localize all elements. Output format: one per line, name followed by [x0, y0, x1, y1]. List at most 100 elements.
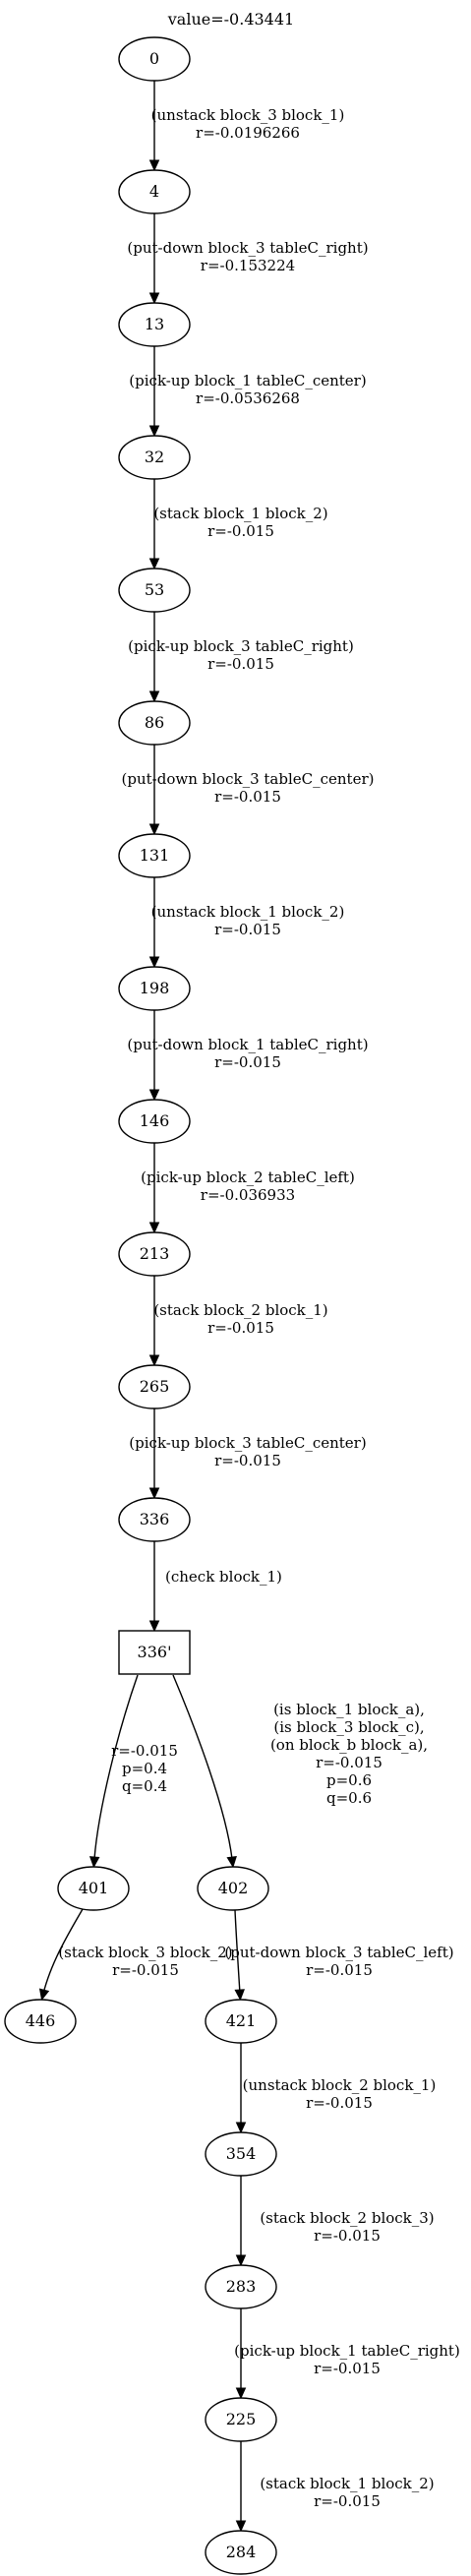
node-53: 53: [118, 568, 191, 613]
edge-label-line: r=-0.015: [306, 1961, 373, 1979]
node-ellipse: [197, 1866, 269, 1911]
edge-arrowhead: [38, 1988, 50, 2002]
edge-13-to-32: [148, 346, 160, 438]
node-label: 354: [226, 2144, 257, 2163]
edge-label-line: (check block_1): [165, 1568, 282, 1586]
edge-label-line: r=-0.0536268: [196, 389, 300, 407]
node-label: 131: [140, 846, 170, 865]
node-336-prime: 336': [118, 1630, 191, 1675]
edge-label-line: (pick-up block_3 tableC_right): [128, 637, 354, 655]
edge-label-line: (on block_b block_a),: [270, 1736, 428, 1754]
edge-line: [172, 1674, 233, 1860]
edge-arrowhead: [148, 823, 160, 836]
node-ellipse: [205, 2131, 277, 2177]
node-label: 198: [140, 979, 170, 997]
node-label: 283: [226, 2277, 257, 2296]
node-label: 401: [79, 1879, 109, 1897]
edge-32-to-53: [148, 479, 160, 570]
edge-label-line: (unstack block_2 block_1): [243, 2076, 437, 2094]
node-ellipse: [205, 1999, 277, 2044]
edge-213-to-265: [148, 1276, 160, 1367]
edge-label-line: r=-0.015: [314, 2360, 381, 2377]
edge-label-line: r=-0.015: [207, 1319, 274, 1337]
edge-146-to-213: [148, 1143, 160, 1234]
nodes-layer: 0 4 13 32 53 86 131 198 146 213 265 336 336' 401 402 44…: [4, 36, 277, 2575]
node-225: 225: [205, 2397, 277, 2442]
edge-arrowhead: [234, 1989, 245, 2002]
edge-label-line: r=-0.015: [112, 1961, 179, 1979]
edge-336-prime-to-401: [88, 1674, 139, 1869]
edge-arrowhead: [235, 2387, 247, 2400]
edge-86-to-131: [148, 745, 160, 836]
node-label: 0: [149, 49, 159, 68]
node-ellipse: [118, 1231, 191, 1277]
edge-label-line: r=-0.153224: [201, 257, 295, 274]
node-ellipse: [118, 302, 191, 347]
node-label: 336': [138, 1643, 172, 1661]
edge-131-to-198: [148, 877, 160, 969]
edge-label-line: r=-0.015: [314, 2492, 381, 2510]
edge-label-line: r=-0.0196266: [196, 124, 300, 142]
node-198: 198: [118, 966, 191, 1011]
edge-336-prime-to-402: [172, 1674, 237, 1869]
edge-198-to-146: [148, 1010, 160, 1102]
edge-arrowhead: [148, 292, 160, 305]
edge-label-line: r=-0.015: [214, 1053, 281, 1071]
node-ellipse: [118, 1099, 191, 1144]
node-4: 4: [118, 169, 191, 214]
node-label: 13: [145, 315, 164, 333]
node-421: 421: [205, 1999, 277, 2044]
edge-arrowhead: [148, 1487, 160, 1500]
node-label: 32: [145, 448, 164, 466]
node-label: 421: [226, 2011, 257, 2030]
node-131: 131: [118, 833, 191, 878]
node-label: 53: [145, 580, 164, 599]
edge-arrowhead: [148, 956, 160, 969]
edge-arrowhead: [88, 1856, 100, 1869]
node-284: 284: [205, 2530, 277, 2575]
node-label: 284: [226, 2543, 257, 2561]
edge-line: [234, 1909, 241, 1995]
edge-401-to-446: [38, 1908, 84, 2002]
node-336: 336: [118, 1497, 191, 1542]
node-label: 402: [218, 1879, 249, 1897]
edge-label-line: (unstack block_1 block_2): [151, 903, 345, 921]
edge-label-line: (stack block_1 block_2): [260, 2475, 434, 2492]
edge-arrowhead: [148, 1222, 160, 1234]
edge-label-line: (put-down block_3 tableC_right): [127, 239, 368, 257]
node-label: 146: [140, 1111, 170, 1130]
edge-421-to-354: [235, 2043, 247, 2134]
node-ellipse: [205, 2264, 277, 2309]
edge-arrowhead: [148, 1354, 160, 1367]
node-ellipse: [118, 169, 191, 214]
edge-354-to-283: [235, 2176, 247, 2267]
edge-label-line: (put-down block_3 tableC_center): [122, 770, 375, 788]
edge-label-line: (stack block_3 block_2): [58, 1944, 232, 1961]
edge-label-line: (pick-up block_1 tableC_right): [234, 2342, 460, 2360]
edge-arrowhead: [148, 1089, 160, 1102]
edge-arrowhead: [235, 2520, 247, 2533]
node-146: 146: [118, 1099, 191, 1144]
node-ellipse: [118, 1497, 191, 1542]
edge-labels-layer: (unstack block_3 block_1)r=-0.0196266 (pu…: [58, 106, 459, 2510]
node-ellipse: [118, 568, 191, 613]
node-0: 0: [118, 36, 191, 82]
node-label: 213: [140, 1244, 170, 1263]
edge-4-to-13: [148, 213, 160, 305]
node-ellipse: [205, 2530, 277, 2575]
edge-402-to-421: [234, 1909, 245, 2002]
node-265: 265: [118, 1364, 191, 1409]
edge-label-line: q=0.6: [326, 1789, 372, 1807]
edge-label-line: r=-0.015: [111, 1742, 178, 1760]
node-446: 446: [4, 1999, 77, 2044]
edge-label-line: (is block_3 block_c),: [273, 1718, 424, 1736]
node-ellipse: [118, 966, 191, 1011]
edge-label-line: (pick-up block_3 tableC_center): [129, 1434, 366, 1452]
node-label: 4: [149, 182, 159, 201]
edge-label-line: r=-0.015: [214, 921, 281, 938]
node-ellipse: [205, 2397, 277, 2442]
edge-label-line: (unstack block_3 block_1): [151, 106, 345, 124]
edge-225-to-284: [235, 2441, 247, 2533]
node-86: 86: [118, 700, 191, 746]
